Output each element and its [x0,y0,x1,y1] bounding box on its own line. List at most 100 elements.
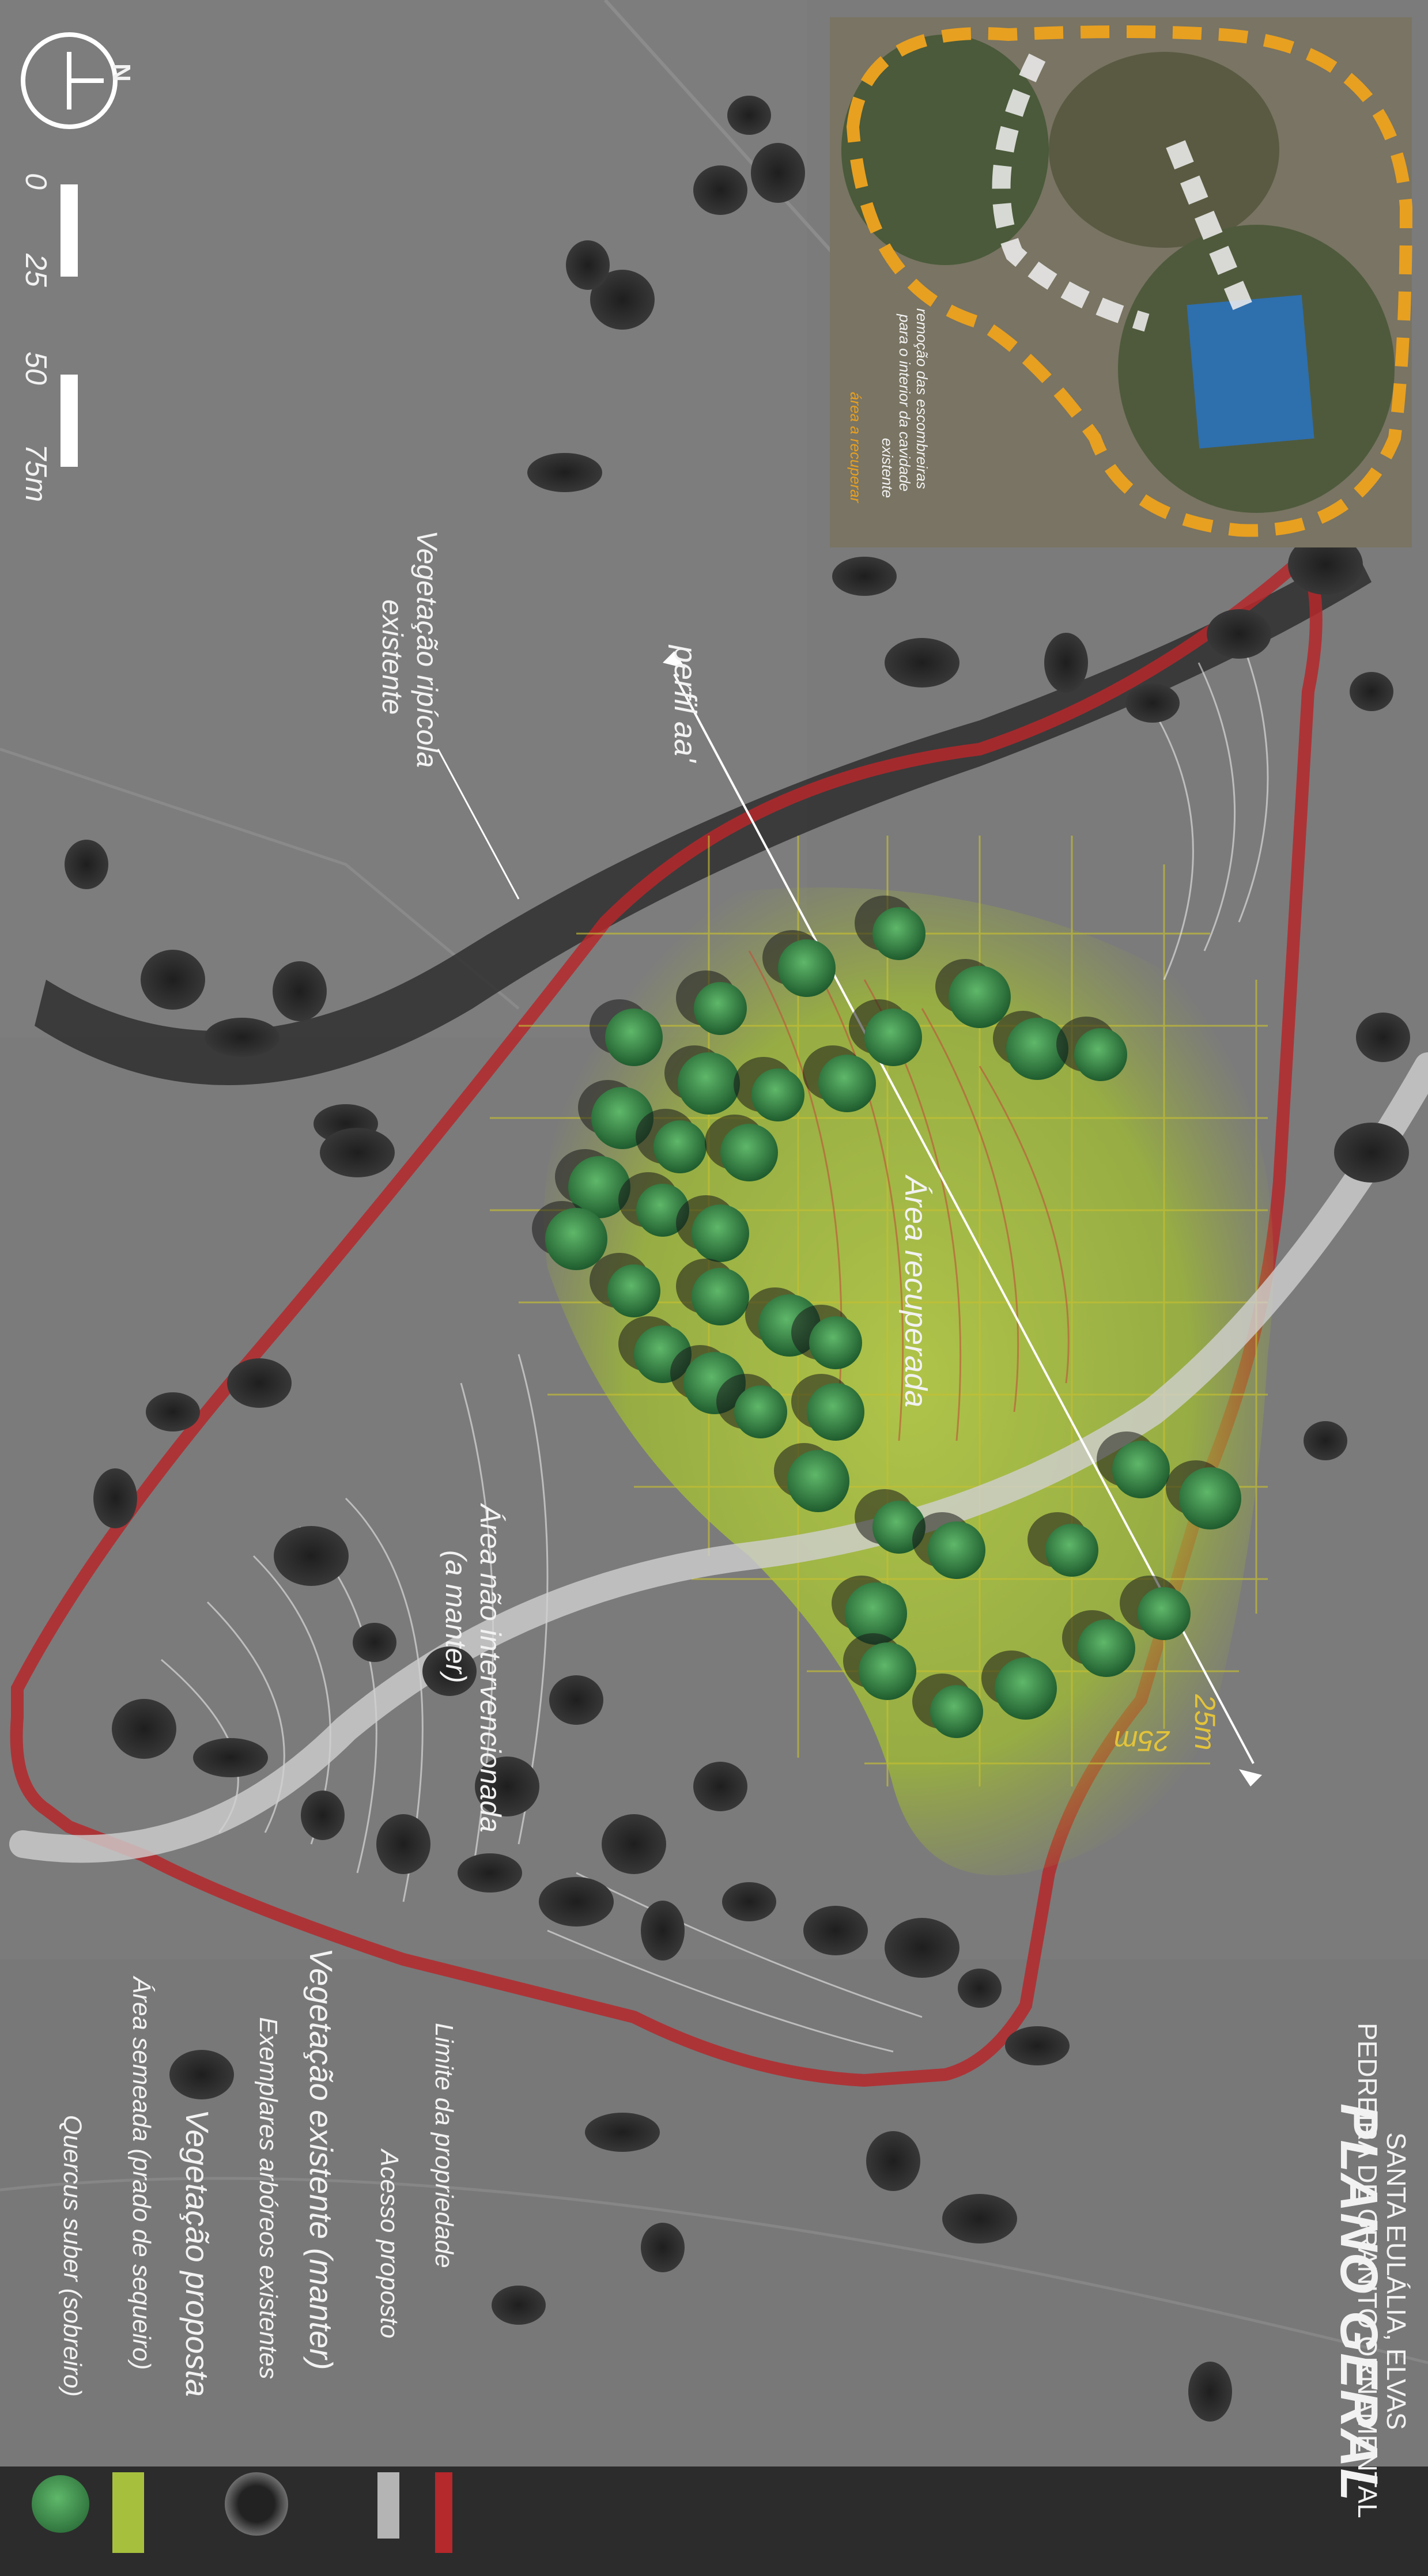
legend-seeded-area: Área semeada (prado de sequeiro) [127,1977,156,2370]
quercus-tree [545,1208,607,1270]
existing-tree [641,2223,685,2272]
existing-tree [1350,672,1393,711]
existing-tree [942,2194,1017,2243]
quercus-tree [720,1124,778,1181]
existing-tree [693,1762,747,1811]
quercus-tree [818,1055,876,1112]
quercus-tree [607,1264,660,1317]
inset-boundary [846,25,1413,537]
existing-tree [727,96,771,135]
existing-tree [885,1918,959,1978]
existing-tree [1044,633,1088,693]
label-untouched-2: (a manter) [440,1550,472,1683]
existing-tree [320,1128,395,1177]
seeded-area-swatch [112,2472,144,2553]
quercus-tree [692,1204,749,1262]
existing-tree [803,1906,868,1955]
existing-tree [1005,2026,1070,2065]
legend-property-limit: Limite da propriedade [430,2023,458,2268]
quercus-tree [653,1120,707,1173]
existing-tree [866,2131,920,2191]
quarry-pond [1187,294,1314,449]
riparian-leader [437,749,520,900]
scale-tick-0: 0 [19,173,52,190]
scale-bar [61,184,78,467]
existing-tree [539,1877,614,1927]
inset-text-3: existente [879,438,896,498]
legend-existing-heading: Vegetação existente (manter) [303,1948,339,2370]
quercus-tree [864,1009,922,1066]
inset-photo [830,17,1413,547]
existing-tree [301,1791,345,1840]
quercus-tree [605,1009,663,1066]
quercus-tree [1112,1441,1170,1498]
existing-tree [693,165,747,215]
existing-tree [353,1623,396,1662]
legend-existing-trees: Exemplares arbóreos existentes [254,2017,282,2379]
existing-tree [590,270,655,330]
quercus-tree [1138,1587,1191,1640]
existing-tree-swatch [225,2472,288,2536]
legend-access: Acesso proposto [375,2150,403,2339]
legend-proposed-heading: Vegetação proposta [179,2109,216,2397]
inset-text-2: para o interior da cavidade [896,314,913,492]
scale-tick-25: 25 [19,254,52,287]
label-grid-dim-2: 25m [1113,1725,1170,1757]
existing-tree [1334,1123,1409,1183]
quercus-tree [930,1685,983,1738]
existing-tree [205,1018,279,1057]
quercus-tree [1179,1467,1241,1529]
existing-tree [549,1675,603,1725]
quercus-tree [778,939,836,997]
quercus-tree [807,1383,864,1441]
quercus-tree [928,1521,985,1579]
quercus-tree [872,907,925,960]
inset-text-1: remoção das escombreiras [913,308,931,489]
quercus-tree [1045,1524,1098,1577]
quercus-tree [751,1068,804,1121]
existing-tree [751,143,805,203]
scale-tick-50: 50 [19,352,52,385]
existing-tree [274,1526,349,1586]
existing-tree [1304,1421,1347,1460]
existing-tree [566,240,610,290]
title-line1: PEDREIRA DE GRANITO ORNAMENTAL [1353,2023,1382,2518]
label-riparian-2: existente [376,599,409,715]
quercus-swatch [32,2475,89,2533]
existing-tree [146,1392,200,1431]
existing-tree [722,1882,776,1921]
inset-arrow-1 [992,53,1150,332]
existing-tree [376,1814,430,1874]
quercus-tree [1074,1028,1127,1081]
quercus-tree [845,1582,907,1645]
quercus-tree [1006,1018,1068,1080]
existing-tree [1288,535,1363,595]
existing-tree [1188,2362,1232,2422]
existing-tree [1207,609,1271,659]
quercus-tree [859,1642,916,1700]
north-arrow-icon [21,32,118,129]
existing-tree [492,2286,546,2325]
access-swatch [377,2472,399,2539]
existing-tree [169,2050,234,2099]
existing-tree [832,557,897,596]
scale-tick-75: 75m [19,444,52,503]
existing-tree [958,1969,1002,2008]
legend-quercus: Quercus suber (sobreiro) [58,2115,86,2397]
label-profile: perfil aa' [668,645,702,762]
existing-tree [641,1901,685,1961]
quercus-tree [678,1052,740,1115]
existing-trees [65,96,1410,2422]
existing-tree [1356,1013,1410,1062]
inset-arrow-2 [1166,140,1255,316]
riparian-vegetation [35,547,1372,1085]
quercus-tree [636,1184,689,1237]
proposed-quercus-trees [532,896,1241,1738]
existing-tree [65,840,108,889]
title-line2: SANTA EULÁLIA, ELVAS [1381,2132,1411,2430]
quercus-tree [809,1316,862,1369]
existing-tree [141,950,205,1010]
quercus-tree [694,982,747,1035]
